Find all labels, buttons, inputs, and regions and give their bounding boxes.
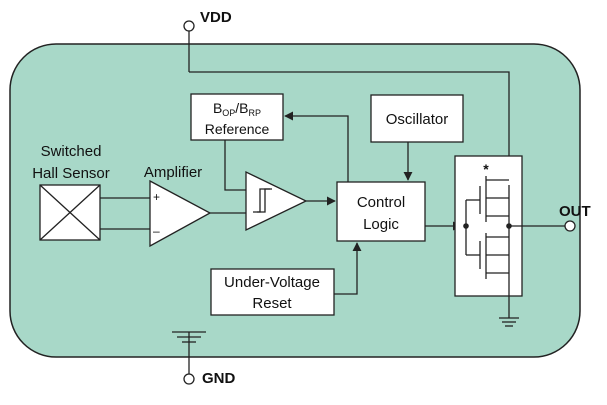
out-label: OUT (559, 203, 591, 220)
reference-label-line2: Reference (205, 121, 270, 137)
uvr-label-line1: Under-Voltage (224, 274, 320, 291)
control-logic-label-line1: Control (357, 194, 405, 211)
oscillator-label: Oscillator (386, 111, 449, 128)
vdd-pin (183, 20, 510, 185)
reference-block (190, 93, 284, 141)
control-logic-label-line2: Logic (363, 216, 399, 233)
hall-sensor-label-line2: Hall Sensor (32, 165, 110, 182)
output-stage-asterisk: * (483, 161, 489, 177)
out-pin (509, 220, 576, 232)
gnd-label: GND (202, 370, 236, 387)
vdd-label: VDD (200, 9, 232, 26)
control-logic-block (336, 181, 426, 242)
amplifier-icon (149, 179, 212, 248)
gnd-pin (172, 331, 206, 385)
amplifier-label: Amplifier (144, 164, 202, 181)
hall-sensor-label-line1: Switched (41, 143, 102, 160)
amp-plus-sign: + (153, 190, 160, 204)
reference-label-line1: BOP/BRP (213, 100, 261, 118)
amp-minus-sign: – (153, 224, 160, 238)
hall-sensor-icon (39, 184, 101, 241)
schmitt-comparator-icon (245, 170, 308, 232)
uvr-label-line2: Reset (252, 295, 292, 312)
under-voltage-reset-block (210, 268, 335, 316)
oscillator-block (370, 94, 464, 143)
